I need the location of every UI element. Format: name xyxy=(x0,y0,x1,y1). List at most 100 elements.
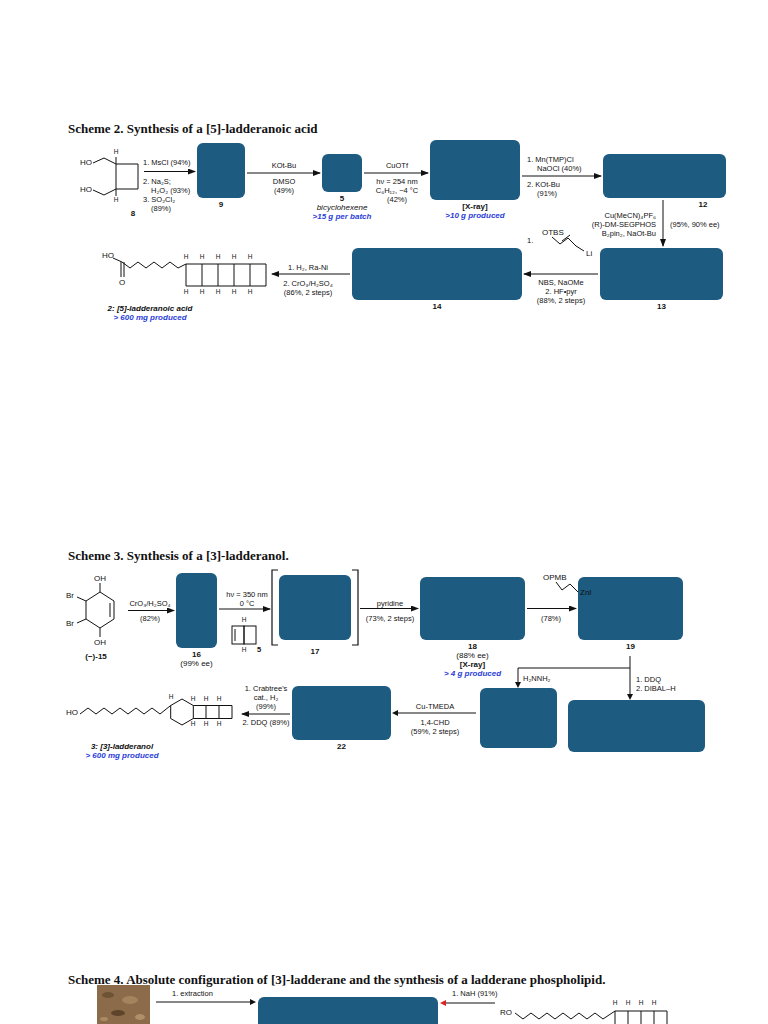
atom-label: HO xyxy=(80,158,92,167)
atom-label: H xyxy=(652,999,657,1007)
reaction-arrow xyxy=(272,274,350,275)
reagent-text: 2. DIBAL–H xyxy=(636,684,676,693)
atom-label: H xyxy=(216,288,221,296)
sample-photo xyxy=(102,992,114,998)
atom-label: Br xyxy=(66,591,74,600)
structure-15 xyxy=(100,628,101,637)
atom-label: H xyxy=(626,999,631,1007)
structure-8 xyxy=(116,189,117,196)
structure-node: 8 xyxy=(78,145,142,207)
reaction-arrow xyxy=(364,173,428,174)
atom-label: H xyxy=(204,695,209,703)
compound-number: 9 xyxy=(219,200,223,209)
structure-2 xyxy=(266,264,267,286)
structure-15 xyxy=(86,592,114,628)
yield-text: (95%, 90% ee) xyxy=(670,220,720,229)
compound-note: >15 g per batch xyxy=(313,212,372,221)
arrow-head xyxy=(515,682,521,688)
compound-note: [X-ray] xyxy=(460,660,485,669)
compound-number: 2: [5]-ladderanoic acid xyxy=(108,304,193,313)
structure-3 xyxy=(193,718,232,719)
organolithium-reagent xyxy=(552,235,584,251)
bracket xyxy=(352,570,358,645)
structure-2 xyxy=(122,262,186,268)
reaction-arrow xyxy=(524,274,598,275)
phospholipid-structure xyxy=(654,1011,655,1024)
bracket xyxy=(272,570,358,645)
reagent-text: NBS, NaOMe xyxy=(538,278,583,287)
reaction-arrow xyxy=(144,171,195,172)
structure-2 xyxy=(121,262,122,277)
reagent-text: C₆H₁₂, −4 °C xyxy=(376,186,419,195)
compound-number: 12 xyxy=(699,200,708,209)
reagent-text: 1. NaH (91%) xyxy=(452,989,497,998)
structure-15 xyxy=(77,597,86,601)
structure-box: 19 xyxy=(578,577,683,640)
atom-label: OPMB xyxy=(543,573,567,582)
atom-label: O xyxy=(119,278,125,287)
structure-box: 16(99% ee) xyxy=(176,573,217,648)
reaction-arrow xyxy=(219,609,270,610)
reaction-arrow xyxy=(518,656,630,684)
reagent-text: 2. DDQ (89%) xyxy=(242,718,289,727)
structure-2 xyxy=(186,264,187,286)
reagent-text: 1,4-CHD xyxy=(420,718,449,727)
atom-label: H xyxy=(232,288,237,296)
atom-label: H xyxy=(248,253,253,261)
reagent-text: KOt-Bu xyxy=(272,161,297,170)
reagent-text: CrO₃/H₂SO₄ xyxy=(129,599,170,608)
reagent-text: 1. Mn(TMP)Cl xyxy=(527,155,574,164)
compound-number: 22 xyxy=(337,742,346,751)
structure-node: (−)-15 xyxy=(60,568,126,650)
structure-node: 3: [3]-ladderanol> 600 mg produced xyxy=(62,688,240,740)
atom-label: OH xyxy=(94,638,106,647)
atom-label: H xyxy=(242,616,247,624)
atom-label: Br xyxy=(66,619,74,628)
atom-label: ZnI xyxy=(580,588,592,597)
reagent-text: (R)-DM-SEGPHOS xyxy=(592,220,656,229)
structure-8 xyxy=(93,158,116,164)
structure-2 xyxy=(186,286,266,287)
bicyclohexene-reagent xyxy=(232,626,256,644)
atom-label: H xyxy=(184,253,189,261)
reagent-text: pyridine xyxy=(377,599,403,608)
phospholipid-structure xyxy=(515,1011,615,1019)
reagent-text: 0 °C xyxy=(240,599,255,608)
structure-15 xyxy=(110,603,111,617)
sample-photo xyxy=(100,1017,108,1021)
reagent-text: 1. Crabtree's xyxy=(245,684,288,693)
atom-label: H xyxy=(114,196,119,204)
reagent-text: 1. extraction xyxy=(172,989,213,998)
phospholipid-structure xyxy=(628,1011,629,1024)
phospholipid-structure xyxy=(615,1011,616,1024)
phospholipid-structure xyxy=(515,1011,667,1024)
structure-2 xyxy=(202,264,203,286)
reagent-text: hν = 254 nm xyxy=(376,177,417,186)
reaction-arrow xyxy=(630,668,631,696)
atom-label: H xyxy=(200,288,205,296)
structure-box: 22 xyxy=(292,686,391,740)
reaction-arrow xyxy=(398,713,476,714)
bicyclohexene-reagent xyxy=(244,626,256,644)
structure-8 xyxy=(93,157,138,196)
compound-number: 17 xyxy=(311,647,320,656)
yield-text: (73%, 2 steps) xyxy=(366,614,414,623)
yield-text: (89%) xyxy=(151,204,171,213)
yield-text: (49%) xyxy=(274,186,294,195)
scheme-title: Scheme 4. Absolute configuration of [3]-… xyxy=(68,972,605,987)
compound-number: [X-ray] xyxy=(462,202,487,211)
yield-text: (42%) xyxy=(387,195,407,204)
arrow-head xyxy=(627,694,633,700)
reagent-text: Cu-TMEDA xyxy=(416,702,454,711)
reaction-arrow xyxy=(360,608,418,609)
reagent-text: 2. CrO₃/H₂SO₄ xyxy=(283,279,332,288)
atom-label: H xyxy=(639,999,644,1007)
phospholipid-structure xyxy=(667,1011,668,1024)
reaction-arrow xyxy=(156,1002,250,1003)
structure-3 xyxy=(171,699,194,725)
bicyclohexene-reagent xyxy=(235,629,236,641)
compound-number: 19 xyxy=(626,642,635,651)
reagent-text: 3. SO₂Cl₂ xyxy=(143,195,175,204)
structure-2 xyxy=(186,264,266,265)
sample-photo xyxy=(111,1010,125,1016)
